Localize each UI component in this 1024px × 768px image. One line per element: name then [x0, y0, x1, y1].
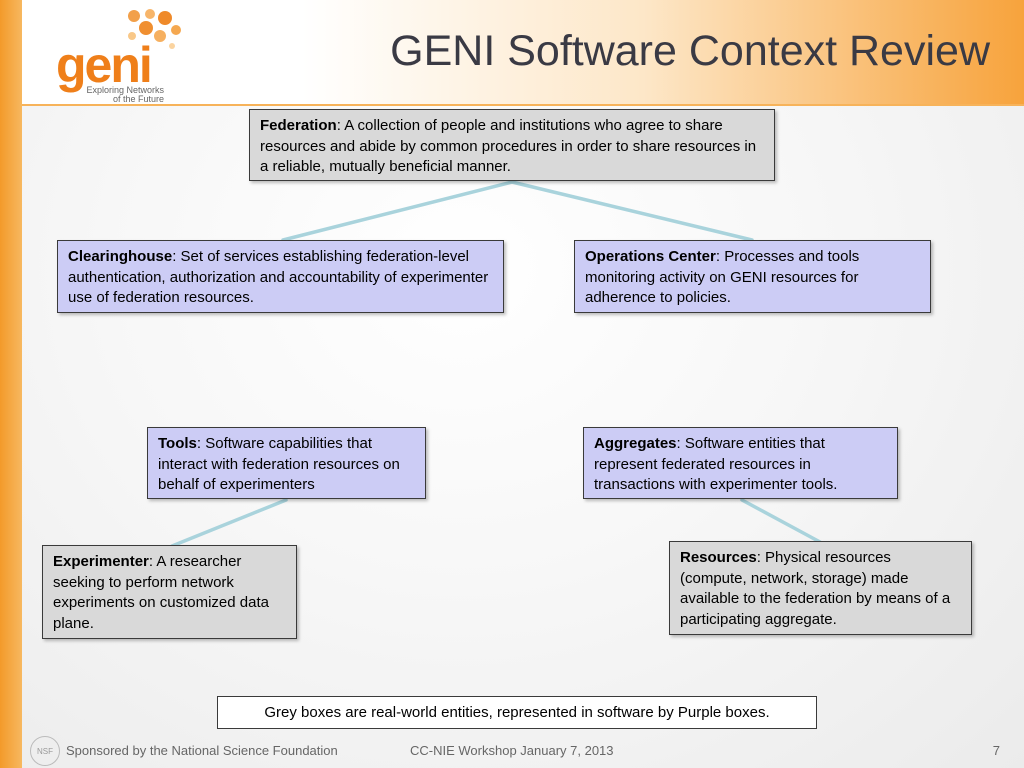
- experimenter-desc: : A researcher seeking to perform networ…: [53, 553, 269, 632]
- experimenter-term: Experimenter: [53, 553, 149, 570]
- federation-desc: : A collection of people and institution…: [260, 117, 757, 175]
- legend-note: Grey boxes are real-world entities, repr…: [217, 696, 817, 729]
- footer-sponsor: Sponsored by the National Science Founda…: [66, 743, 338, 758]
- header-band: [22, 0, 1024, 104]
- federation-term: Federation: [260, 117, 337, 134]
- resources-desc: : Physical resources (compute, network, …: [680, 549, 951, 628]
- logo-wordmark: geni: [56, 37, 153, 93]
- logo-tagline: Exploring Networks of the Future: [86, 85, 164, 105]
- tools-term: Tools: [158, 435, 197, 452]
- geni-logo: geni Exploring Networks of the Future: [50, 6, 190, 104]
- tools-desc: : Software capabilities that interact wi…: [158, 435, 400, 493]
- connector-federation-operations: [510, 180, 754, 242]
- aggregates-box: Aggregates: Software entities that repre…: [583, 427, 898, 499]
- logo-dots-icon: [128, 9, 181, 49]
- resources-term: Resources: [680, 549, 757, 566]
- clearinghouse-desc: : Set of services establishing federatio…: [68, 248, 489, 306]
- aggregates-desc: : Software entities that represent feder…: [594, 435, 838, 493]
- experimenter-box: Experimenter: A researcher seeking to pe…: [42, 545, 297, 639]
- resources-box: Resources: Physical resources (compute, …: [669, 541, 972, 635]
- header-divider: [22, 104, 1024, 106]
- left-accent-bar: [0, 0, 22, 768]
- federation-box: Federation: A collection of people and i…: [249, 109, 775, 181]
- operations-center-box: Operations Center: Processes and tools m…: [574, 240, 931, 313]
- operations-center-term: Operations Center: [585, 248, 716, 265]
- footer-event: CC-NIE Workshop January 7, 2013: [410, 743, 614, 758]
- connector-federation-clearinghouse: [281, 180, 514, 242]
- connector-tools-experimenter: [170, 498, 288, 548]
- clearinghouse-box: Clearinghouse: Set of services establish…: [57, 240, 504, 313]
- tools-box: Tools: Software capabilities that intera…: [147, 427, 426, 499]
- operations-center-desc: : Processes and tools monitoring activit…: [585, 248, 860, 306]
- connector-aggregates-resources: [740, 498, 822, 544]
- aggregates-term: Aggregates: [594, 435, 677, 452]
- nsf-logo-icon: NSF: [30, 736, 60, 766]
- page-title: GENI Software Context Review: [390, 27, 990, 75]
- clearinghouse-term: Clearinghouse: [68, 248, 173, 265]
- page-number: 7: [992, 743, 1000, 758]
